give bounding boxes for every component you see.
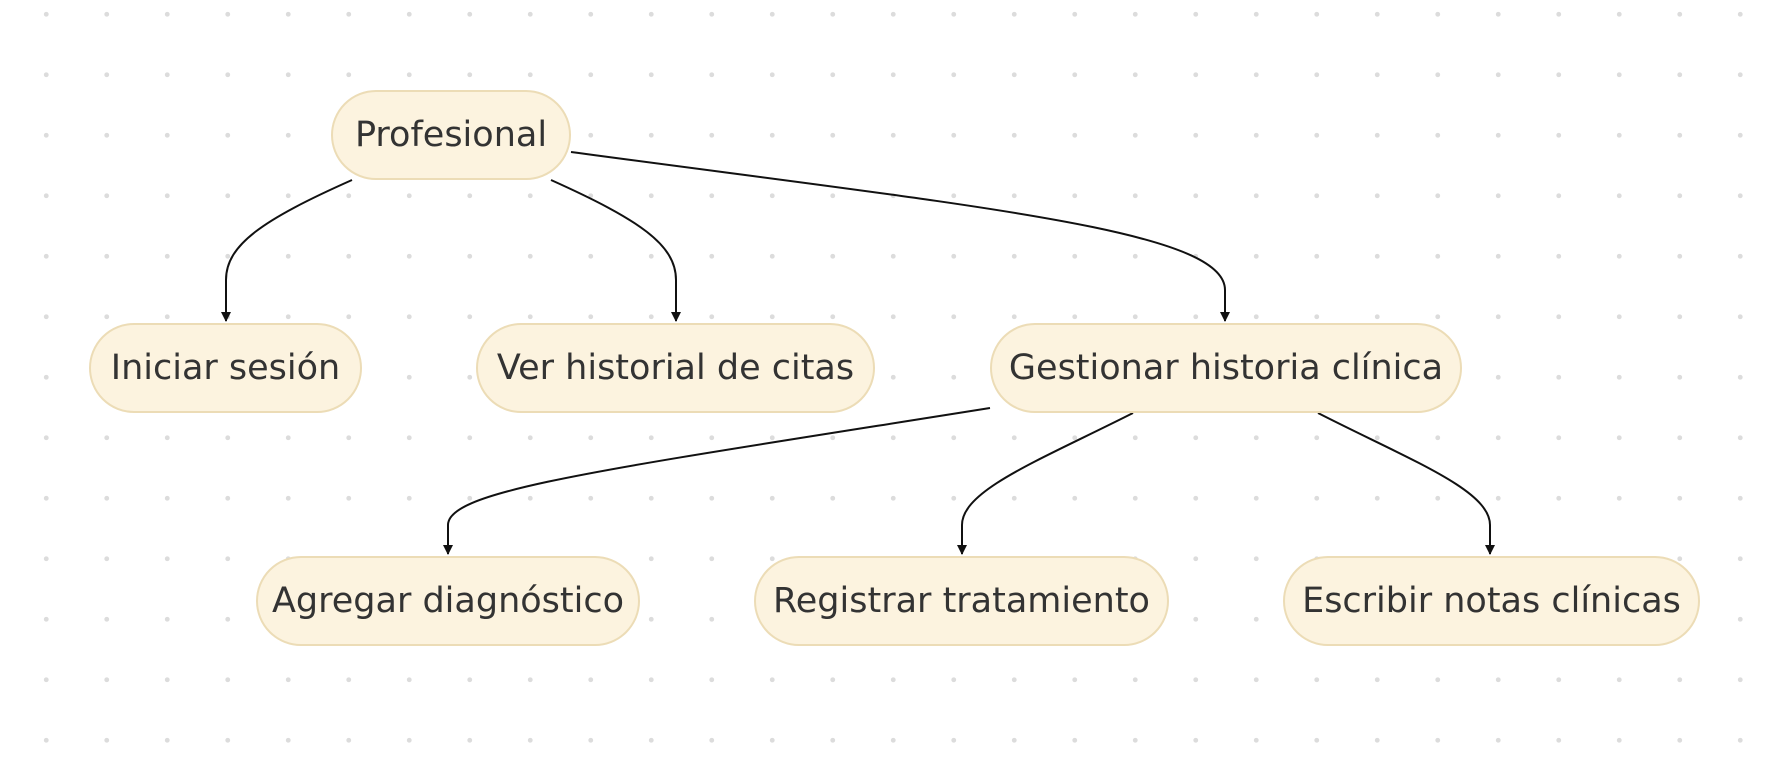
node-gestionar-historia-clinica[interactable]: Gestionar historia clínica (990, 323, 1462, 413)
node-profesional[interactable]: Profesional (331, 90, 571, 180)
node-escribir-notas-clinicas[interactable]: Escribir notas clínicas (1283, 556, 1700, 646)
node-iniciar-sesion[interactable]: Iniciar sesión (89, 323, 362, 413)
node-gestionar-historia-label: Gestionar historia clínica (1008, 348, 1444, 388)
edge-profesional-gestionar-historia (570, 151, 1230, 322)
node-registrar-tratamiento-label: Registrar tratamiento (773, 581, 1150, 621)
node-ver-historial-de-citas[interactable]: Ver historial de citas (476, 323, 875, 413)
node-ver-historial-label: Ver historial de citas (496, 348, 855, 388)
node-agregar-diagnostico-label: Agregar diagnóstico (271, 581, 625, 621)
node-agregar-diagnostico[interactable]: Agregar diagnóstico (256, 556, 640, 646)
node-iniciar-sesion-label: Iniciar sesión (110, 348, 341, 388)
edge-gestionar-agregar-diagnostico (443, 407, 991, 555)
node-escribir-notas-label: Escribir notas clínicas (1302, 581, 1681, 621)
edge-gestionar-registrar-tratamiento (957, 412, 1134, 555)
node-profesional-label: Profesional (354, 115, 548, 155)
edge-profesional-iniciar-sesion (221, 179, 353, 322)
edge-gestionar-escribir-notas (1317, 412, 1495, 555)
node-registrar-tratamiento[interactable]: Registrar tratamiento (754, 556, 1169, 646)
edge-profesional-ver-historial (550, 179, 681, 322)
